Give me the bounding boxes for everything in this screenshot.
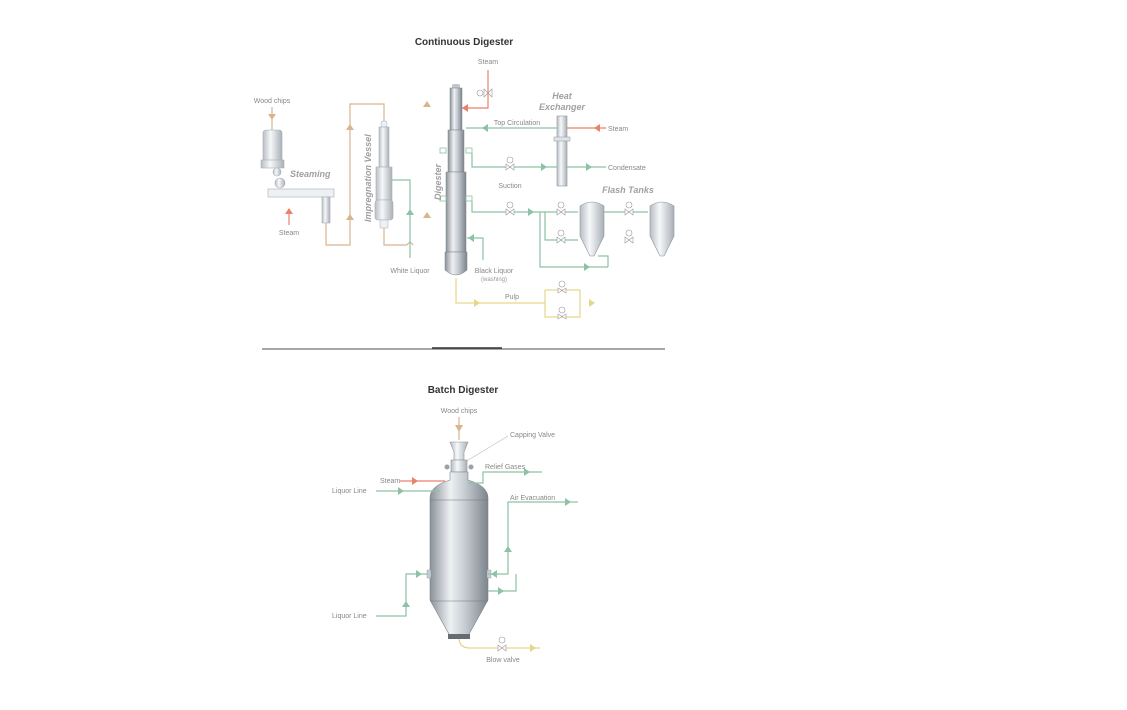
impregnation-vessel-label: Impregnation Vessel [363, 134, 373, 222]
valve-icon [556, 201, 566, 244]
flash-tanks-label: Flash Tanks [602, 185, 654, 195]
capping-valve-label: Capping Valve [510, 432, 555, 439]
section-divider [262, 347, 665, 350]
valve-icon [624, 201, 634, 244]
valve-icon [557, 280, 567, 320]
valve-icon [505, 201, 515, 216]
suction-label: Suction [498, 183, 521, 190]
arrow-icon [268, 114, 276, 120]
washing-label: (washing) [481, 277, 507, 283]
steam-label: Steam [380, 478, 400, 485]
steam-top-label: Steam [478, 59, 498, 66]
impregnation-vessel [374, 120, 394, 229]
heat-exchanger-label-2: Exchanger [539, 102, 586, 112]
steaming-label: Steaming [290, 169, 331, 179]
blow-valve-label: Blow valve [486, 657, 520, 664]
batch-digester-title: Batch Digester [428, 385, 499, 396]
valve-icon [505, 156, 515, 171]
top-circulation-label: Top Circulation [494, 120, 540, 127]
air-evacuation-label: Air Evacuation [510, 495, 555, 502]
black-liquor-label: Black Liquor [475, 268, 514, 275]
blow-valve-icon [497, 636, 507, 652]
liquor-line-bottom-label: Liquor Line [332, 613, 367, 620]
heat-exchanger [553, 115, 571, 187]
steaming-vessel [260, 129, 335, 224]
steam-hx-label: Steam [608, 126, 628, 133]
digester-vessel [439, 84, 473, 276]
heat-exchanger-label-1: Heat [552, 91, 573, 101]
continuous-digester-section: Continuous Digester Wood chips Steaming … [254, 37, 675, 320]
continuous-digester-title: Continuous Digester [415, 37, 513, 48]
white-liquor-label: White Liquor [390, 268, 430, 275]
wood-chips-label: Wood chips [254, 98, 291, 105]
steam-bottom-label: Steam [279, 230, 299, 237]
liquor-line-top-label: Liquor Line [332, 488, 367, 495]
arrow-icon [455, 425, 463, 432]
relief-gases-label: Relief Gases [485, 464, 526, 471]
condensate-label: Condensate [608, 165, 646, 172]
pulp-label: Pulp [505, 294, 519, 301]
valve-icon [476, 88, 493, 98]
digester-label: Digester [433, 163, 443, 200]
flash-tank-2 [649, 201, 675, 257]
wood-chips-label: Wood chips [441, 408, 478, 415]
arrow-icon [285, 208, 293, 214]
flash-tank-1 [579, 201, 605, 257]
batch-digester-vessel [426, 441, 492, 639]
batch-digester-section: Batch Digester Wood chips Capping Valve … [332, 385, 578, 664]
